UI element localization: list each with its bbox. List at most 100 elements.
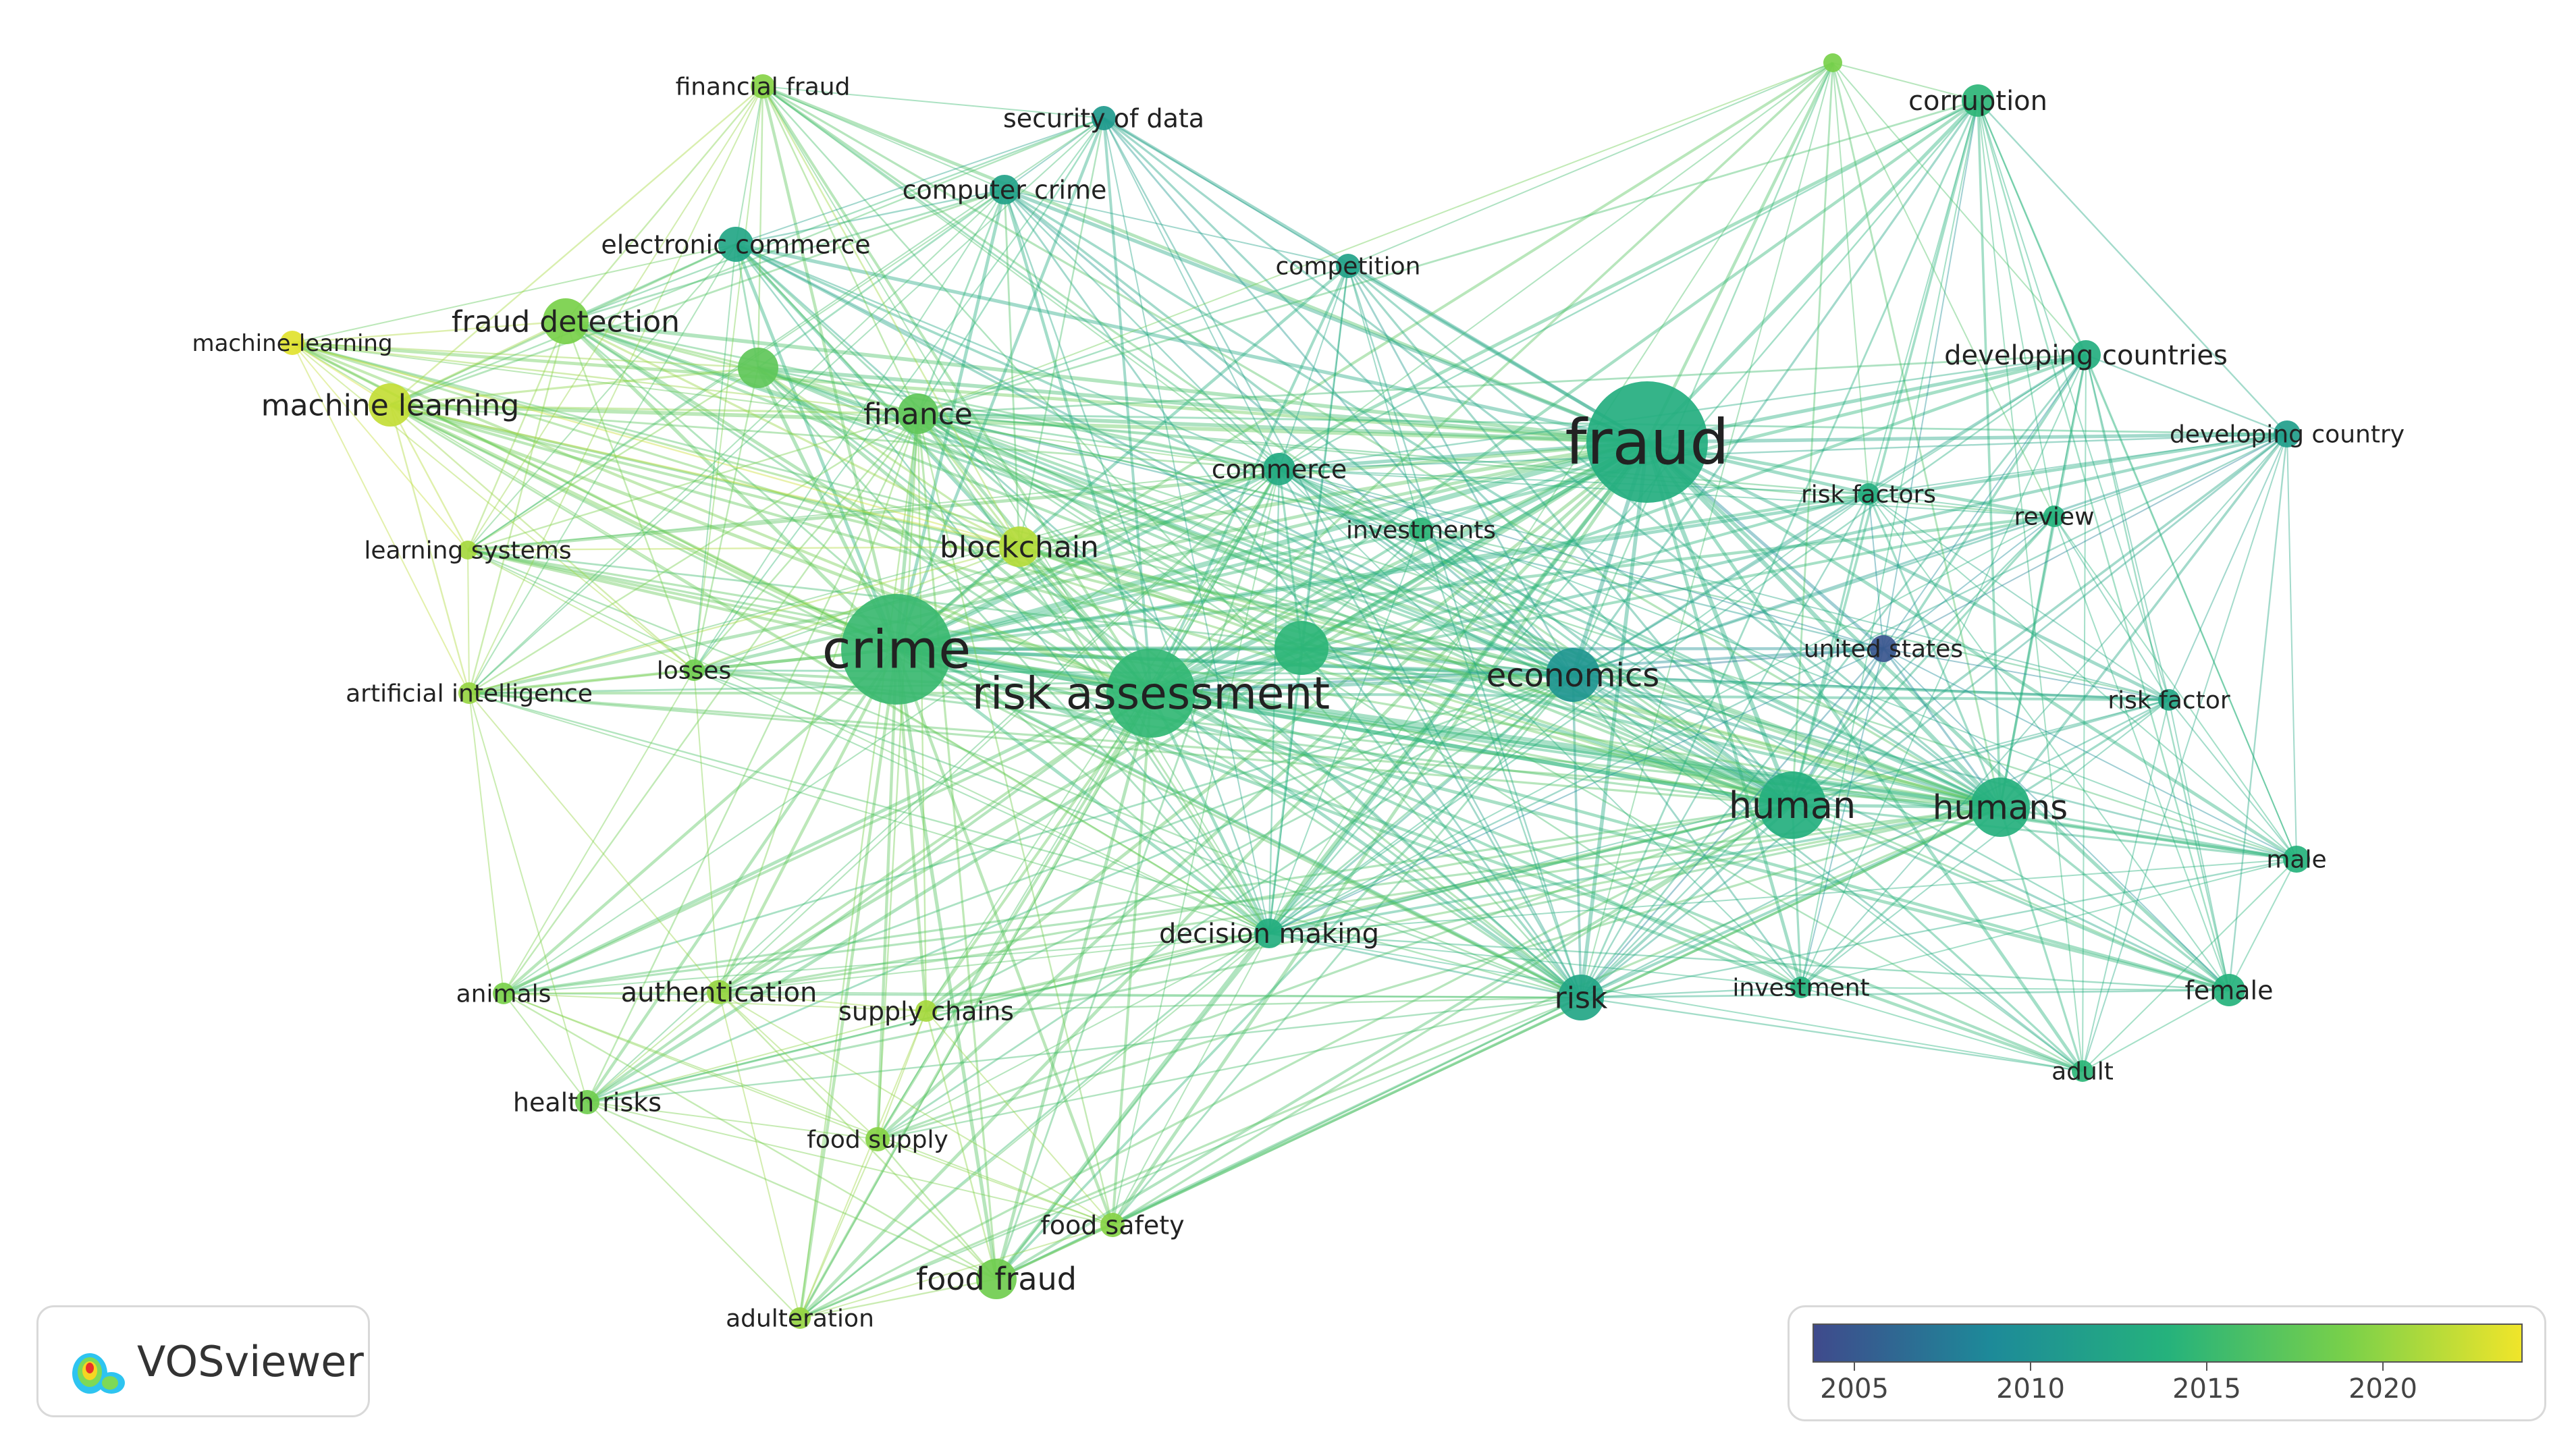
node-crime[interactable] <box>841 594 952 705</box>
node-risk-factors[interactable] <box>1858 483 1879 505</box>
node-label-review: review <box>2014 503 2094 531</box>
node-unlabeled-mid[interactable] <box>738 348 778 388</box>
node-security-of-data[interactable] <box>1092 106 1116 130</box>
network-edge <box>1103 117 1280 470</box>
network-edge <box>1882 648 2002 808</box>
node-label-food-supply: food supply <box>807 1126 948 1154</box>
node-food-safety[interactable] <box>1100 1213 1125 1237</box>
node-artificial-intelligence[interactable] <box>458 682 480 704</box>
network-edge <box>1580 516 2055 998</box>
network-edge <box>799 1139 878 1319</box>
node-developing-country[interactable] <box>2274 420 2301 447</box>
network-edge <box>1580 986 1802 999</box>
node-label-united-states: united states <box>1804 636 1963 663</box>
node-fraud-detection[interactable] <box>543 298 589 344</box>
network-edge <box>587 1101 997 1280</box>
network-edge <box>1003 188 1574 676</box>
network-edge <box>896 528 1422 651</box>
network-edge <box>1347 265 1582 998</box>
node-label-economics: economics <box>1486 657 1660 694</box>
network-edge <box>1977 100 2170 701</box>
network-edge <box>1791 354 2087 806</box>
node-food-supply[interactable] <box>865 1127 890 1151</box>
node-developing-countries[interactable] <box>2071 340 2101 370</box>
node-male[interactable] <box>2283 846 2310 873</box>
network-edge <box>735 243 2001 809</box>
node-adult[interactable] <box>2072 1060 2093 1082</box>
node-authentication[interactable] <box>707 980 731 1004</box>
node-commerce[interactable] <box>1263 453 1295 485</box>
network-edge <box>718 991 1582 999</box>
network-edge <box>1868 493 2170 701</box>
network-edge <box>1268 858 2297 934</box>
node-unlabeled-top[interactable] <box>1823 53 1842 72</box>
network-edge <box>917 354 2087 415</box>
node-animals[interactable] <box>493 983 514 1004</box>
network-edge <box>761 86 1021 547</box>
network-edge <box>718 933 1270 993</box>
node-adulteration[interactable] <box>789 1307 811 1329</box>
node-risk-assessment[interactable] <box>1106 649 1196 738</box>
node-financial-fraud[interactable] <box>751 74 775 99</box>
network-edge <box>762 84 1648 444</box>
network-edge <box>1102 117 1794 807</box>
node-corruption[interactable] <box>1962 84 1994 117</box>
node-united-states[interactable] <box>1870 635 1897 662</box>
node-female[interactable] <box>2213 974 2245 1006</box>
network-edge <box>467 549 1270 934</box>
node-investment[interactable] <box>1790 977 1812 998</box>
node-investments[interactable] <box>1409 518 1433 542</box>
network-edge <box>762 85 1793 807</box>
network-edge <box>468 86 763 694</box>
node-label-food-fraud: food fraud <box>916 1261 1077 1297</box>
network-edge <box>292 342 1152 694</box>
legend-tick-mark <box>2382 1363 2384 1371</box>
network-edge <box>390 320 566 406</box>
node-competition[interactable] <box>1336 254 1360 278</box>
network-edge <box>894 649 998 1280</box>
node-losses[interactable] <box>683 659 705 681</box>
network-edge <box>1572 674 1582 998</box>
network-edge <box>1002 189 1153 694</box>
node-learning-systems[interactable] <box>458 541 477 559</box>
network-edge <box>896 647 1793 807</box>
network-edge <box>1279 99 1979 470</box>
node-supply-chains[interactable] <box>915 1000 937 1022</box>
network-edge <box>895 648 1270 935</box>
network-edge <box>1004 189 1349 267</box>
node-electronic-commerce[interactable] <box>718 227 753 262</box>
node-risk-factor[interactable] <box>2158 689 2180 711</box>
network-edge <box>896 647 2083 1073</box>
node-blockchain[interactable] <box>999 526 1040 567</box>
network-edge <box>389 403 898 651</box>
node-risk[interactable] <box>1558 975 1604 1020</box>
network-edge <box>1003 188 1794 807</box>
node-computer-crime[interactable] <box>990 175 1019 204</box>
network-edge <box>1279 468 1422 530</box>
network-edge <box>1792 804 2230 991</box>
node-machine-dash-learning[interactable] <box>280 331 304 355</box>
network-edge <box>503 991 720 994</box>
node-fraud[interactable] <box>1586 381 1708 503</box>
network-edge <box>565 117 1104 323</box>
network-edge <box>1868 493 2297 860</box>
node-economics[interactable] <box>1546 648 1600 702</box>
node-food-fraud[interactable] <box>976 1259 1017 1299</box>
network-edge <box>1112 806 2001 1226</box>
network-edge <box>896 492 1869 651</box>
node-health-risks[interactable] <box>575 1090 599 1114</box>
node-unlabeled-center[interactable] <box>1274 621 1329 675</box>
node-machine-learning[interactable] <box>369 383 412 427</box>
node-human[interactable] <box>1759 771 1826 839</box>
node-layer <box>280 53 2310 1329</box>
network-edge <box>1580 648 1884 998</box>
network-edge <box>1004 189 1280 470</box>
network-edge <box>1832 62 1869 495</box>
network-edge <box>1268 529 1422 934</box>
node-review[interactable] <box>2043 506 2065 527</box>
node-decision-making[interactable] <box>1254 919 1284 948</box>
network-edge <box>1279 468 2230 991</box>
network-edge <box>1791 100 1979 806</box>
node-finance[interactable] <box>898 393 938 434</box>
node-humans[interactable] <box>1970 777 2030 837</box>
